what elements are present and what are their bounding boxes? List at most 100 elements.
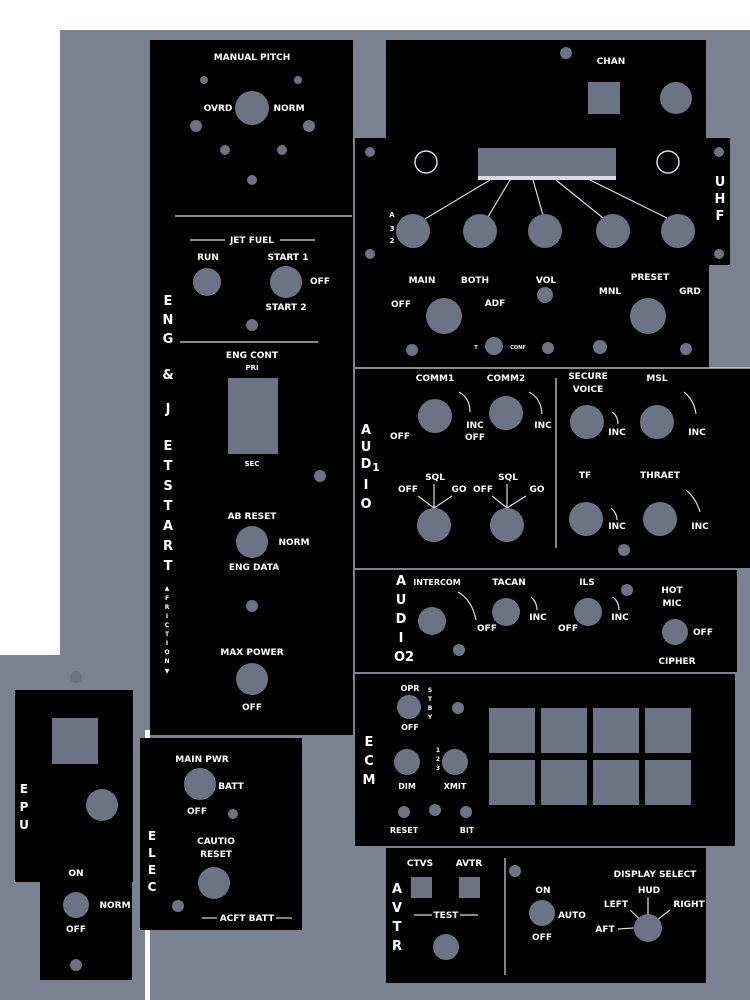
secure-voice-knob[interactable] xyxy=(570,405,604,439)
caution-reset-button[interactable] xyxy=(198,867,230,899)
hud-label: HUD xyxy=(638,886,660,896)
freq-select-knob-1[interactable] xyxy=(396,214,430,248)
chan-knob[interactable] xyxy=(660,82,692,114)
comm2-squelch-knob[interactable] xyxy=(490,508,524,542)
svg-text:R: R xyxy=(165,604,170,611)
svg-text:▼: ▼ xyxy=(165,668,170,675)
screw-icon xyxy=(453,644,465,656)
avtr-auto-label: AUTO xyxy=(558,911,586,921)
svg-text:R: R xyxy=(163,539,173,554)
hot-mic-switch[interactable] xyxy=(662,619,688,645)
function-knob[interactable] xyxy=(426,298,462,334)
msl-volume-knob[interactable] xyxy=(640,405,674,439)
comm1-volume-knob[interactable] xyxy=(418,399,452,433)
comm1-squelch-knob[interactable] xyxy=(417,508,451,542)
screw-icon xyxy=(452,702,464,714)
ecm-xmit-switch[interactable] xyxy=(442,749,468,775)
svg-text:E: E xyxy=(365,735,374,750)
tf-volume-knob[interactable] xyxy=(569,502,603,536)
ils-volume-knob[interactable] xyxy=(574,598,602,626)
max-power-label: MAX POWER xyxy=(220,648,283,658)
ecm-button-3[interactable] xyxy=(593,708,639,753)
svg-text:N: N xyxy=(163,313,174,328)
main-pwr-switch[interactable] xyxy=(184,768,216,800)
svg-text:E: E xyxy=(148,863,156,877)
screw-icon xyxy=(714,249,724,259)
svg-text:M: M xyxy=(363,773,376,788)
tf-label: TF xyxy=(579,471,591,481)
ecm-button-2[interactable] xyxy=(541,708,587,753)
ecm-button-4[interactable] xyxy=(645,708,691,753)
eng-data-label: ENG DATA xyxy=(229,563,279,573)
ctvs-button[interactable] xyxy=(411,877,432,898)
cipher-label: CIPHER xyxy=(658,657,695,667)
frequency-display xyxy=(478,148,616,180)
max-power-off-label: OFF xyxy=(242,703,262,713)
freq-select-knob-2[interactable] xyxy=(463,214,497,248)
sql2-off-label: OFF xyxy=(473,485,493,495)
svg-text:F: F xyxy=(165,595,169,602)
max-power-switch[interactable] xyxy=(236,663,268,695)
inc-arrow-icon xyxy=(683,391,697,415)
volume-knob[interactable] xyxy=(537,287,553,303)
bit-label: BIT xyxy=(460,826,475,835)
bezel-cutouts xyxy=(0,0,750,655)
avtr-mode-switch[interactable] xyxy=(529,900,555,926)
tacan-volume-knob[interactable] xyxy=(492,598,520,626)
inc-arrow-icon xyxy=(685,489,701,513)
dim-label: DIM xyxy=(398,782,416,791)
threat-volume-knob[interactable] xyxy=(643,502,677,536)
jfs-start-switch[interactable] xyxy=(270,266,302,298)
intercom-volume-knob[interactable] xyxy=(418,607,446,635)
epu-on-label: ON xyxy=(68,869,83,879)
avtr-button[interactable] xyxy=(459,877,480,898)
test-button[interactable] xyxy=(433,934,459,960)
inc-arrow-icon xyxy=(530,596,538,611)
ecm-button-6[interactable] xyxy=(541,760,587,805)
inc-arrow-icon xyxy=(528,391,543,415)
sql2-label: SQL xyxy=(498,473,518,483)
inc-arrow-icon xyxy=(610,507,618,521)
comm2-volume-knob[interactable] xyxy=(489,396,523,430)
display-select-knob[interactable] xyxy=(634,914,662,942)
tone-switch[interactable] xyxy=(485,337,503,355)
freq-select-knob-3[interactable] xyxy=(528,214,562,248)
ecm-button-1[interactable] xyxy=(489,708,535,753)
screw-icon xyxy=(277,145,287,155)
elec-panel: E L E C MAIN PWR BATT OFF CAUTIO RESET A… xyxy=(140,738,302,930)
eng-cont-switch[interactable] xyxy=(228,378,278,454)
svg-text:V: V xyxy=(392,901,402,916)
ecm-power-switch[interactable] xyxy=(397,695,421,719)
epu-mode-switch[interactable] xyxy=(63,892,89,918)
screw-icon xyxy=(509,865,521,877)
svg-text:G: G xyxy=(163,332,174,347)
epu-switch[interactable] xyxy=(86,789,118,821)
screw-icon xyxy=(172,900,184,912)
ab-reset-switch[interactable] xyxy=(236,526,268,558)
threat-inc-label: INC xyxy=(691,522,709,532)
ecm-button-7[interactable] xyxy=(593,760,639,805)
svg-text:▲: ▲ xyxy=(165,585,170,592)
mode-knob[interactable] xyxy=(630,298,666,334)
adf-label: ADF xyxy=(485,299,506,309)
freq-select-knob-4[interactable] xyxy=(596,214,630,248)
comm1-inc-off-label: OFF xyxy=(465,433,485,443)
freq-select-knob-5[interactable] xyxy=(661,214,695,248)
screw-icon xyxy=(542,342,554,354)
eng-jet-start-panel: JET FUEL RUN START 1 OFF START 2 ENG CON… xyxy=(150,215,353,735)
screw-icon xyxy=(593,340,607,354)
intercom-off-label: OFF xyxy=(477,624,497,634)
manual-pitch-switch[interactable] xyxy=(235,91,269,125)
screw-icon xyxy=(560,47,572,59)
screw-icon xyxy=(70,671,82,683)
ecm-button-5[interactable] xyxy=(489,760,535,805)
svg-text:C: C xyxy=(165,622,170,629)
svg-text:R: R xyxy=(392,939,402,954)
ecm-dim-knob[interactable] xyxy=(394,749,420,775)
msl-inc-label: INC xyxy=(688,428,706,438)
preset-label: PRESET xyxy=(631,273,670,283)
jfs-run-switch[interactable] xyxy=(193,268,221,296)
ecm-button-8[interactable] xyxy=(645,760,691,805)
screw-icon xyxy=(680,343,692,355)
